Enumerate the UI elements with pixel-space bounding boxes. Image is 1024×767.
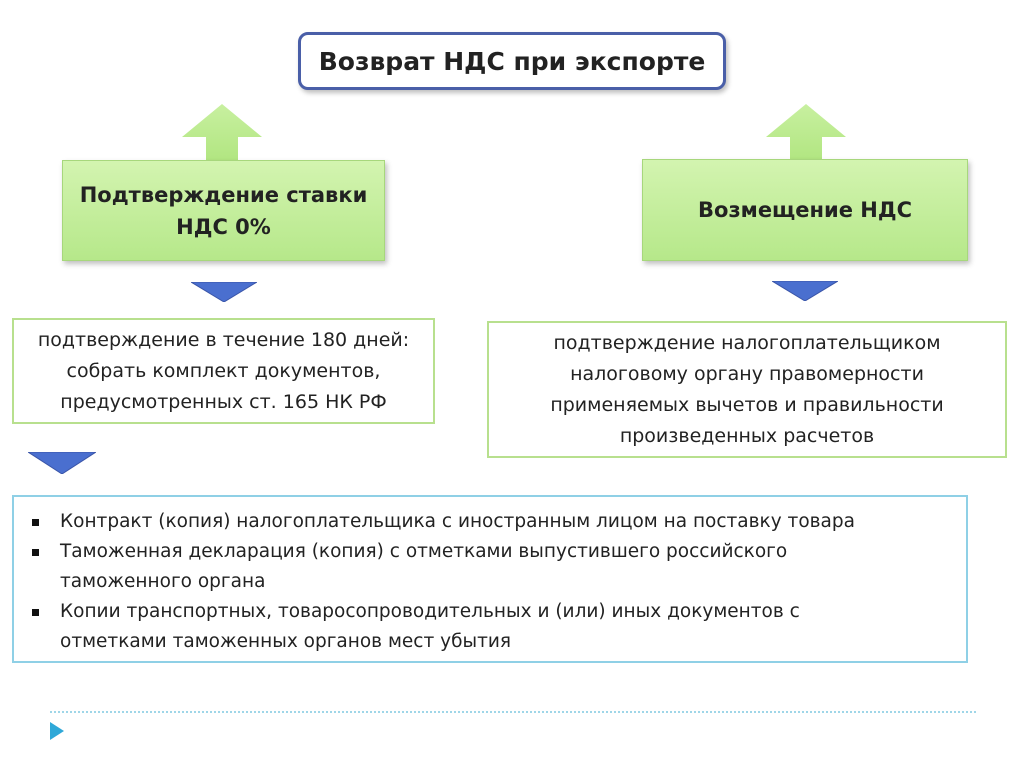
left-detail-line1: подтверждение в течение 180 дней: bbox=[37, 328, 410, 351]
right-detail-line4: произведенных расчетов bbox=[619, 424, 875, 447]
right-detail-line3: применяемых вычетов и правильности bbox=[550, 393, 944, 416]
list-item-line1: Копии транспортных, товаросопроводительн… bbox=[60, 601, 800, 622]
vat-refund-box: Возмещение НДС bbox=[642, 159, 968, 261]
list-item-line2: отметками таможенных органов мест убытия bbox=[60, 631, 512, 652]
right-detail-line1: подтверждение налогоплательщиком bbox=[553, 331, 941, 354]
documents-list-box: Контракт (копия) налогоплательщика с ино… bbox=[12, 495, 968, 663]
left-detail-line2: собрать комплект документов, bbox=[66, 359, 381, 382]
left-detail-line3: предусмотренных ст. 165 НК РФ bbox=[60, 390, 387, 413]
list-item: Копии транспортных, товаросопроводительн… bbox=[32, 597, 956, 657]
play-triangle-icon bbox=[50, 722, 64, 740]
right-down-arrow-icon bbox=[772, 281, 838, 301]
documents-list: Контракт (копия) налогоплательщика с ино… bbox=[32, 507, 956, 657]
footer-divider bbox=[50, 711, 976, 713]
list-item: Контракт (копия) налогоплательщика с ино… bbox=[32, 507, 956, 537]
vat-rate-heading-line2: НДС 0% bbox=[176, 214, 271, 239]
list-item-line1: Контракт (копия) налогоплательщика с ино… bbox=[60, 511, 855, 532]
list-item-line1: Таможенная декларация (копия) с отметкам… bbox=[60, 541, 788, 562]
right-up-arrow-icon bbox=[766, 104, 846, 164]
title-box: Возврат НДС при экспорте bbox=[298, 32, 726, 90]
vat-rate-heading-line1: Подтверждение ставки bbox=[79, 182, 368, 207]
vat-refund-heading: Возмещение НДС bbox=[698, 198, 912, 222]
list-item-line2: таможенного органа bbox=[60, 571, 266, 592]
bullet-icon bbox=[32, 519, 39, 526]
diagram-title: Возврат НДС при экспорте bbox=[318, 46, 706, 76]
vat-rate-confirmation-box: Подтверждение ставки НДС 0% bbox=[62, 160, 385, 261]
bullet-icon bbox=[32, 609, 39, 616]
list-down-arrow-icon bbox=[28, 452, 96, 474]
left-up-arrow-icon bbox=[182, 104, 262, 164]
left-down-arrow-icon bbox=[191, 282, 257, 302]
left-detail-box: подтверждение в течение 180 дней: собрат… bbox=[12, 318, 435, 424]
bullet-icon bbox=[32, 549, 39, 556]
list-item: Таможенная декларация (копия) с отметкам… bbox=[32, 537, 956, 597]
right-detail-line2: налоговому органу правомерности bbox=[570, 362, 924, 385]
right-detail-box: подтверждение налогоплательщиком налогов… bbox=[487, 321, 1007, 458]
